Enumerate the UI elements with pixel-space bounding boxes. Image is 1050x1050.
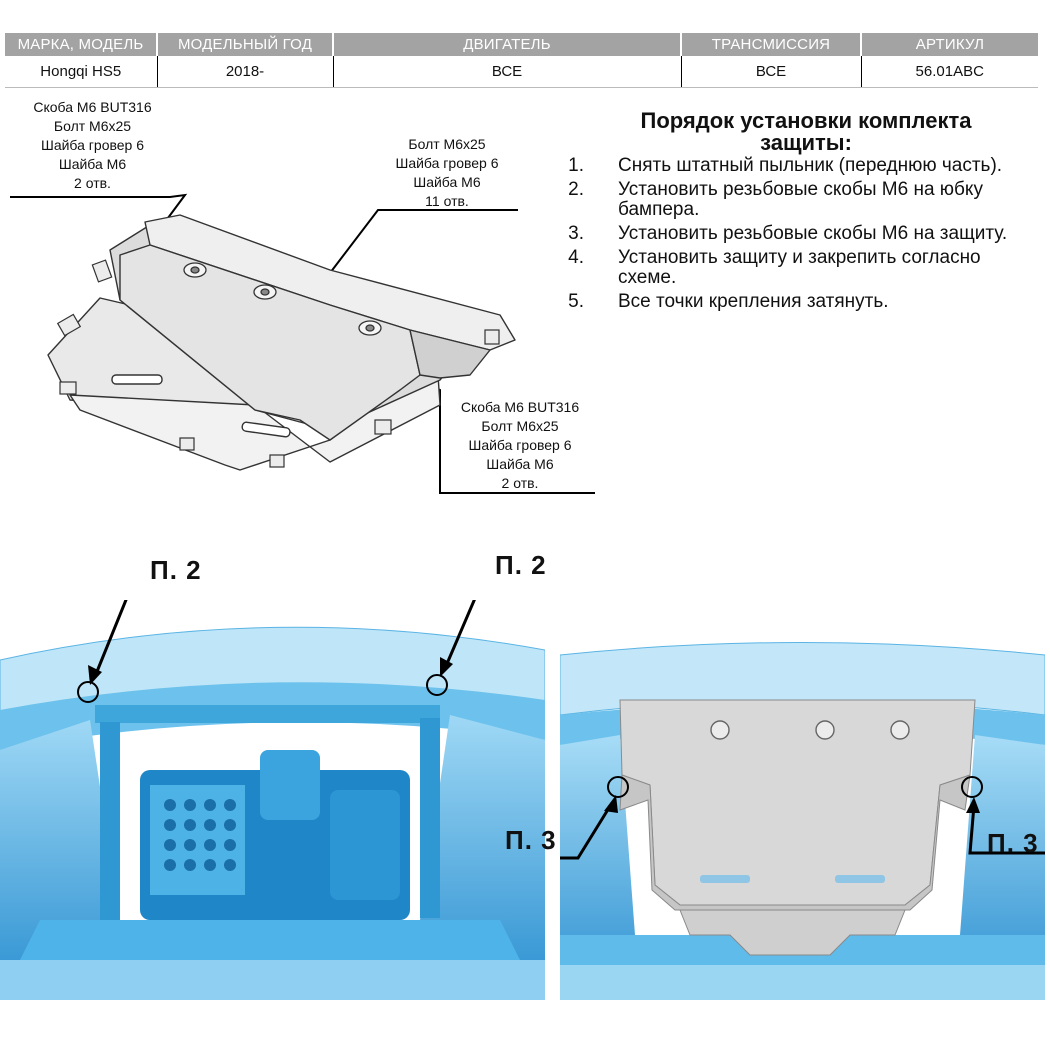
- label-point-3-right: П. 3: [987, 828, 1039, 858]
- instructions-list: 1. Снять штатный пыльник (переднюю часть)…: [560, 156, 1040, 316]
- step-number: 2.: [568, 179, 584, 200]
- callout-line: Шайба гровер 6: [40, 137, 145, 153]
- header-article: АРТИКУЛ: [861, 33, 1038, 57]
- header-transmission: ТРАНСМИССИЯ: [681, 33, 862, 57]
- step-number: 3.: [568, 223, 584, 244]
- callout-line: Скоба М6 BUT316: [33, 99, 152, 115]
- callout-line: Шайба М6: [486, 456, 554, 472]
- skid-plate-diagram: [10, 193, 595, 494]
- step-text: Все точки крепления затянуть.: [618, 291, 889, 312]
- label-point-2-left: П. 2: [150, 555, 202, 585]
- callout-line: Шайба гровер 6: [468, 437, 572, 453]
- underbody-photo-after: [560, 642, 1045, 1000]
- header-engine: ДВИГАТЕЛЬ: [333, 33, 682, 57]
- callout-line: Шайба М6: [58, 156, 127, 172]
- step-text: Установить резьбовые скобы М6 на защиту.: [618, 223, 1008, 244]
- step-text: Снять штатный пыльник (переднюю часть).: [618, 155, 1003, 176]
- instructions-title: Порядок установки комплекта защиты:: [600, 110, 1012, 154]
- label-point-3-left: П. 3: [505, 825, 557, 855]
- instruction-step: 4. Установить защиту и закрепить согласно…: [560, 248, 1040, 288]
- callout-rear-brackets: Скоба М6 BUT316 Болт М6х25 Шайба гровер …: [440, 398, 600, 493]
- underbody-photo-before: [0, 600, 545, 1000]
- instruction-step: 3. Установить резьбовые скобы М6 на защит…: [560, 224, 1040, 244]
- step-text: Установить защиту и закрепить согласно с…: [618, 247, 981, 288]
- cell-make-model: Hongqi HS5: [5, 56, 158, 89]
- callout-line: Шайба гровер 6: [395, 155, 499, 171]
- instruction-step: 1. Снять штатный пыльник (переднюю часть)…: [560, 156, 1040, 176]
- callout-line: 2 отв.: [74, 175, 111, 191]
- label-point-2-right: П. 2: [495, 550, 547, 580]
- callout-line: Болт М6х25: [481, 418, 559, 434]
- callout-line: 11 отв.: [425, 193, 469, 209]
- callout-line: Болт М6х25: [408, 136, 486, 152]
- callout-line: Скоба М6 BUT316: [460, 399, 580, 415]
- spec-table-header-row: МАРКА, МОДЕЛЬ МОДЕЛЬНЫЙ ГОД ДВИГАТЕЛЬ ТР…: [5, 33, 1038, 57]
- instructions-title-line: Порядок установки комплекта: [640, 108, 972, 133]
- instructions-title-line: защиты:: [760, 130, 852, 155]
- cell-engine: ВСЕ: [333, 56, 682, 89]
- callout-line: 2 отв.: [501, 475, 539, 491]
- callout-front-brackets: Скоба М6 BUT316 Болт М6х25 Шайба гровер …: [10, 98, 175, 193]
- step-text: Установить резьбовые скобы М6 на юбку ба…: [618, 179, 983, 220]
- callout-bolts: Болт М6х25 Шайба гровер 6 Шайба М6 11 от…: [362, 135, 532, 211]
- header-model-year: МОДЕЛЬНЫЙ ГОД: [157, 33, 334, 57]
- cell-article: 56.01ABC: [861, 56, 1038, 89]
- instruction-step: 5. Все точки крепления затянуть.: [560, 292, 1040, 312]
- spec-table: МАРКА, МОДЕЛЬ МОДЕЛЬНЫЙ ГОД ДВИГАТЕЛЬ ТР…: [5, 33, 1038, 89]
- header-make-model: МАРКА, МОДЕЛЬ: [5, 33, 158, 57]
- callout-line: Шайба М6: [413, 174, 481, 190]
- step-number: 1.: [568, 155, 584, 176]
- cell-model-year: 2018-: [157, 56, 334, 89]
- step-number: 4.: [568, 247, 584, 268]
- cell-transmission: ВСЕ: [681, 56, 862, 89]
- spec-table-row: Hongqi HS5 2018- ВСЕ ВСЕ 56.01ABC: [5, 56, 1038, 89]
- callout-line: Болт М6х25: [53, 118, 132, 134]
- instruction-step: 2. Установить резьбовые скобы М6 на юбку …: [560, 180, 1040, 220]
- step-number: 5.: [568, 291, 584, 312]
